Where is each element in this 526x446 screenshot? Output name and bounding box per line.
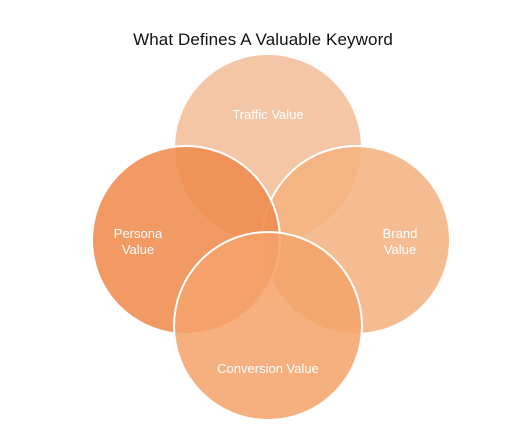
persona-value-label-line2: Value bbox=[122, 242, 154, 257]
diagram-title: What Defines A Valuable Keyword bbox=[133, 30, 393, 49]
brand-value-label-line2: Value bbox=[384, 242, 416, 257]
conversion-value-circle bbox=[173, 231, 363, 421]
brand-value-label-line1: Brand bbox=[383, 226, 418, 241]
persona-value-label-line1: Persona bbox=[114, 226, 163, 241]
conversion-value-label: Conversion Value bbox=[217, 361, 319, 376]
traffic-value-label: Traffic Value bbox=[232, 107, 303, 122]
